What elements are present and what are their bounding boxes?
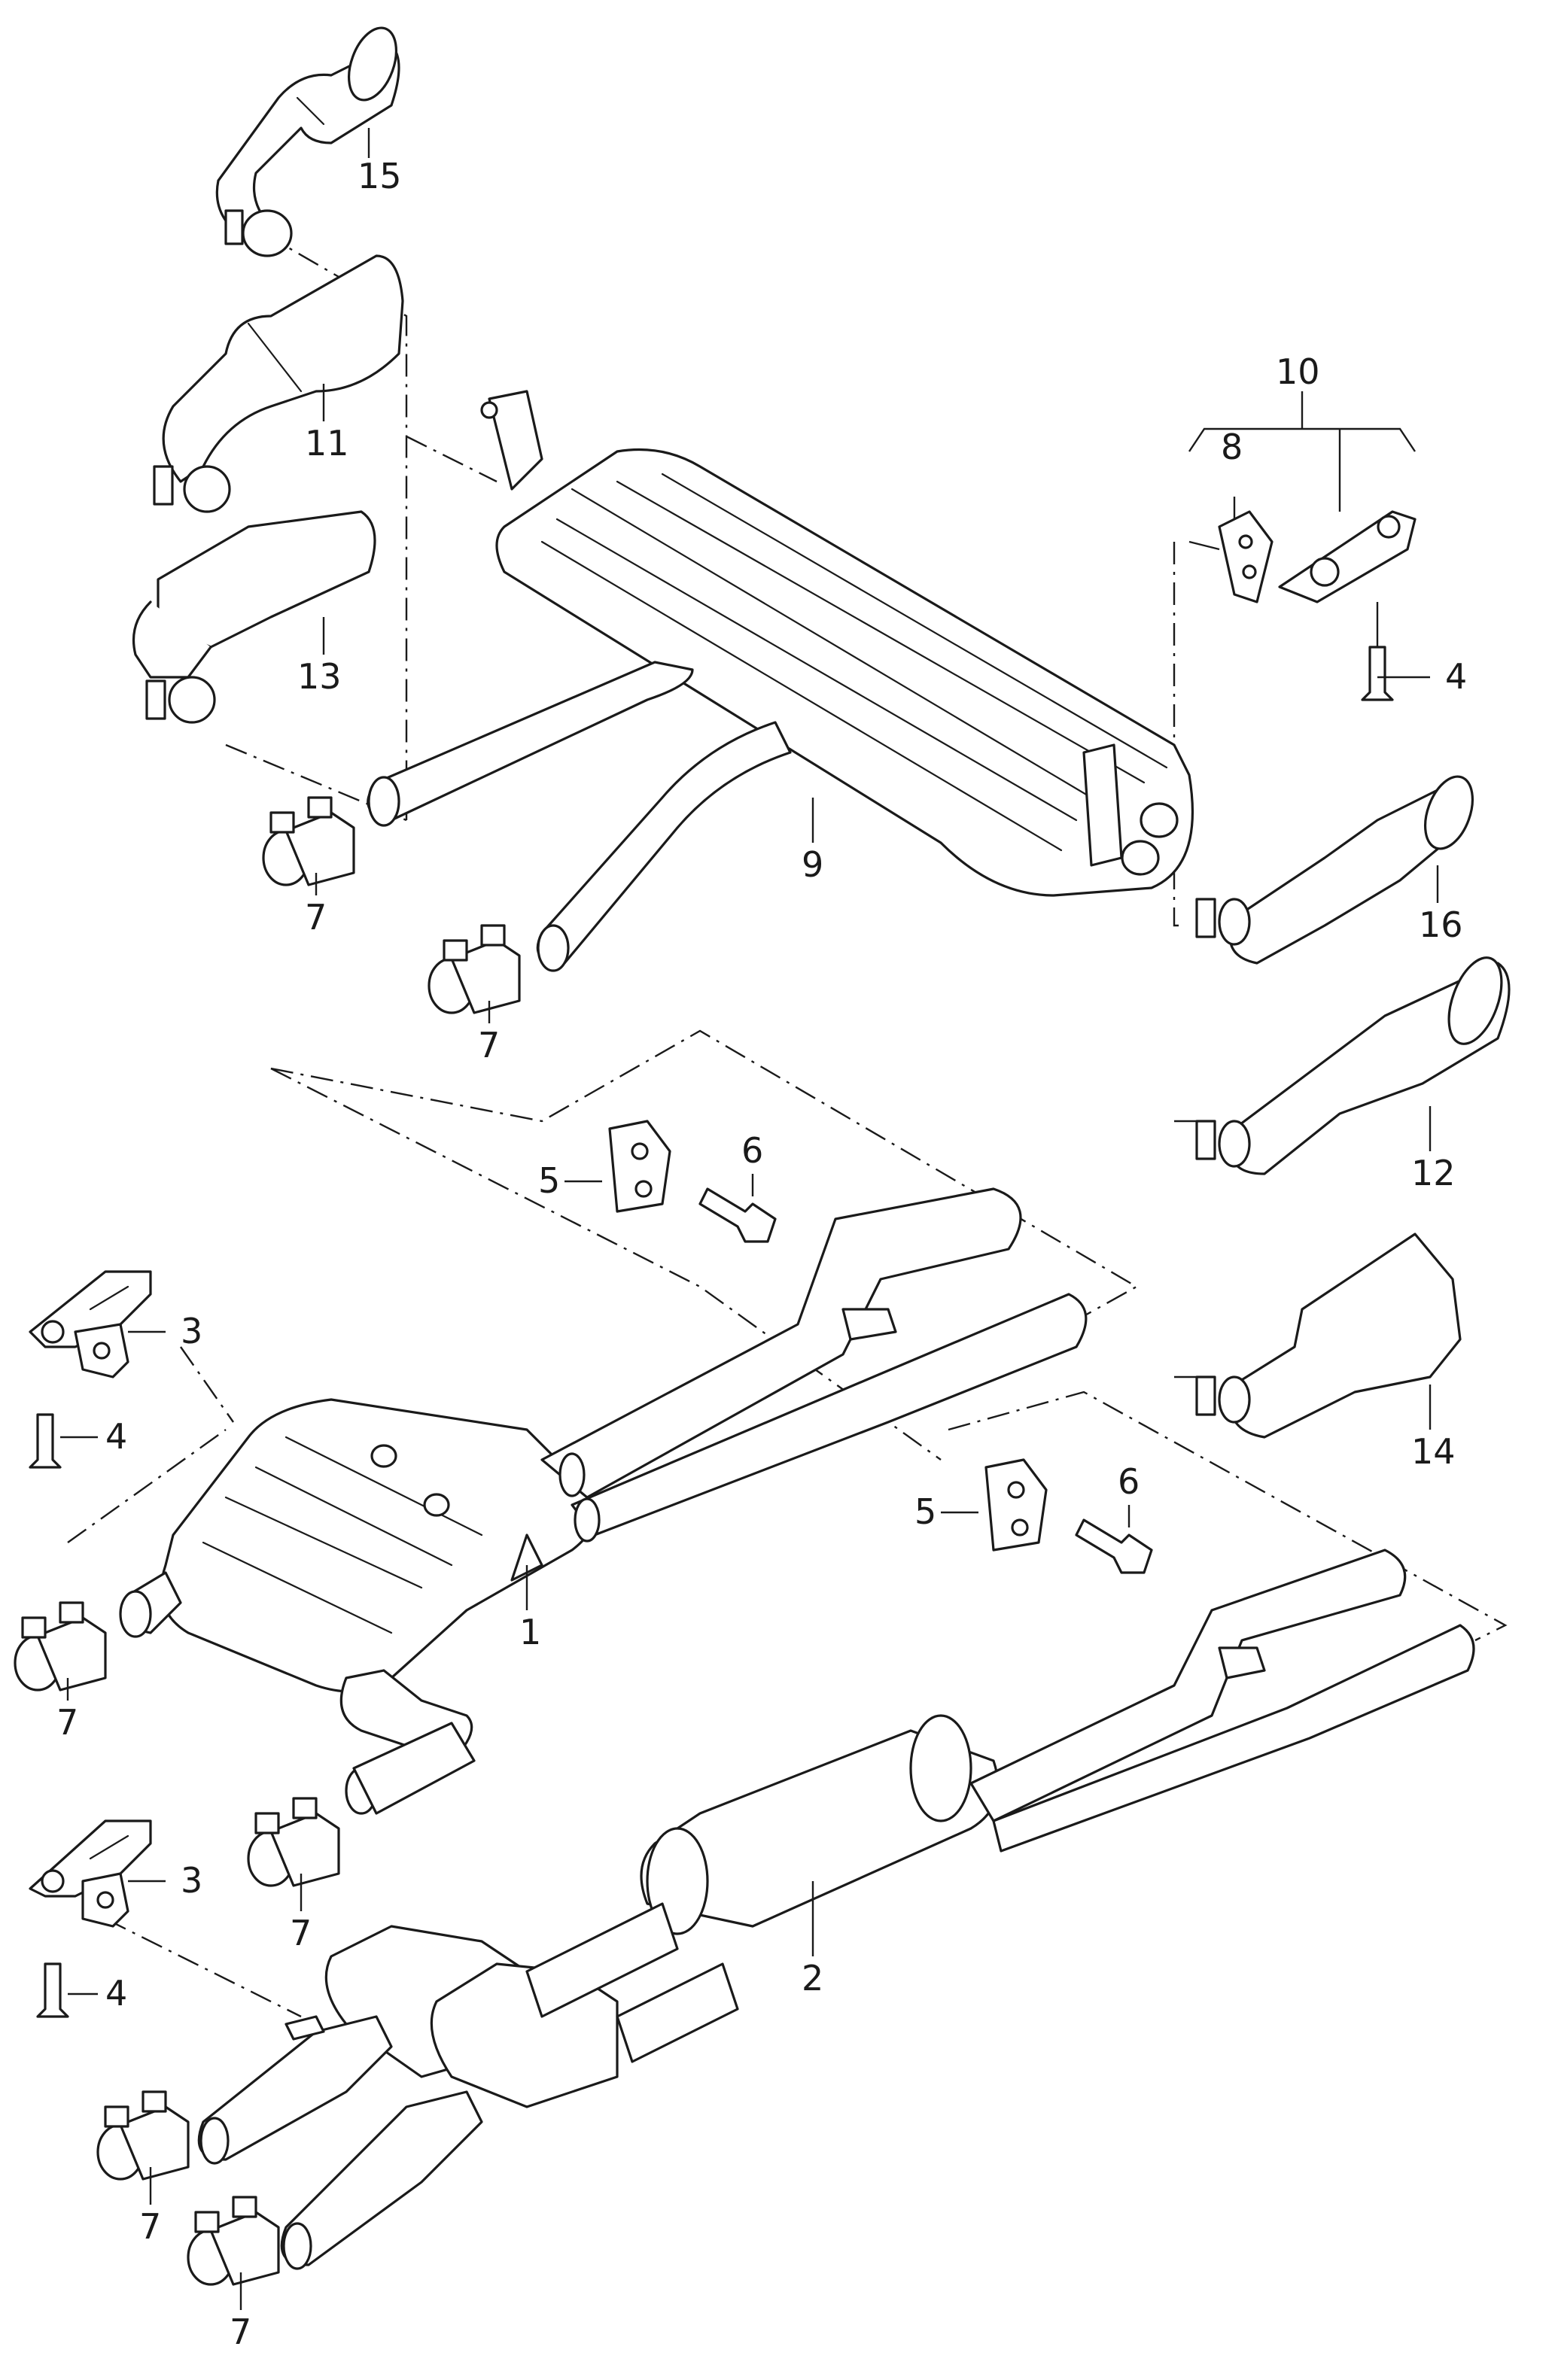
tail-pipe-16 [1195,775,1474,965]
callout-7-a: 7 [305,897,327,938]
bracket-assembly-10 [1188,391,1417,701]
callout-6-lower: 6 [1118,1461,1140,1502]
bracket-3-lower [29,1819,152,1928]
assembly-lines [67,232,1508,2018]
callout-13: 13 [297,656,342,697]
tail-pipe-14 [1195,1233,1462,1439]
callout-12: 12 [1411,1153,1456,1193]
callout-1: 1 [519,1612,541,1652]
callout-7-b: 7 [478,1025,500,1065]
callout-6-upper: 6 [741,1130,763,1171]
callout-8: 8 [1221,427,1243,467]
clamp-7c [14,1601,107,1692]
bracket-3-upper [29,1270,152,1378]
bolt-4-lower [36,1962,69,2018]
callout-7-f: 7 [230,2312,251,2352]
tail-pipe-13 [132,510,376,724]
callout-7-c: 7 [56,1702,78,1743]
callout-2: 2 [802,1958,823,1999]
callout-5-upper: 5 [538,1160,560,1201]
tail-pipe-12 [1195,956,1511,1175]
clamp-7e [96,2090,190,2181]
callout-15: 15 [358,156,402,196]
leader-lines [60,128,1439,2310]
callout-4-top: 4 [1445,656,1467,697]
clamp-7d [247,1797,340,1887]
rear-silencer-9 [367,390,1194,972]
front-silencer-2 [197,1549,1475,2270]
callout-4-lower: 4 [105,1973,127,2014]
bolt-6-upper [698,1187,777,1243]
callout-7-d: 7 [290,1913,312,1953]
callout-16: 16 [1419,904,1463,945]
rubber-mount-5-lower [984,1458,1048,1552]
rubber-mount-5-upper [608,1120,671,1213]
clamp-7a [262,796,355,886]
clamp-7f [187,2196,280,2286]
callout-7-e: 7 [139,2206,161,2247]
callout-4-middle: 4 [105,1416,127,1457]
callout-14: 14 [1411,1431,1456,1472]
clamp-7b [428,924,521,1014]
callout-11: 11 [305,423,349,464]
bolt-6-lower [1075,1518,1153,1574]
callout-3-upper: 3 [181,1311,202,1351]
tail-pipe-15 [215,26,400,257]
callout-10: 10 [1276,351,1320,392]
bolt-4-upper [29,1413,62,1469]
callout-9: 9 [802,844,823,885]
tail-pipe-11 [153,254,404,513]
callout-3-lower: 3 [181,1860,202,1901]
callout-5-lower: 5 [914,1491,936,1532]
callout-labels: 15 11 13 9 16 10 8 4 12 14 7 7 5 6 3 4 1… [56,156,1467,2352]
centre-silencer-1 [119,1187,1088,1815]
